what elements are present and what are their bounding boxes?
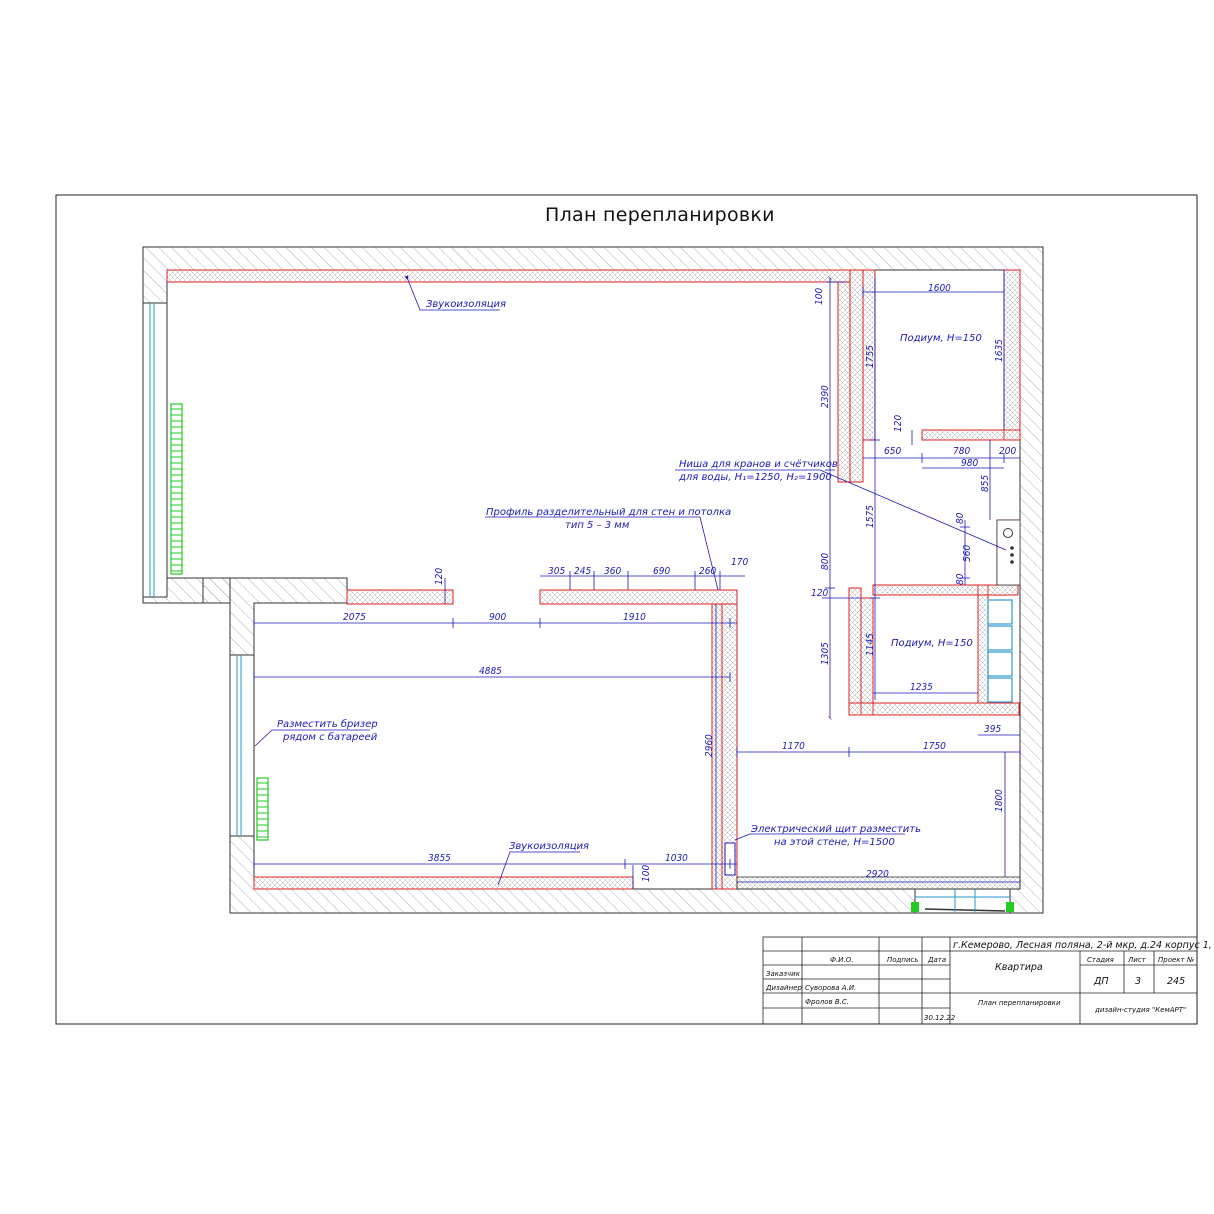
- label-niche-1: Ниша для кранов и счётчиков: [679, 459, 838, 470]
- dimension-lines: [253, 270, 1021, 889]
- dim-650: 650: [884, 446, 901, 457]
- plumbing-niche: [996, 519, 1021, 586]
- dim-170: 170: [731, 557, 748, 568]
- tb-col-date: Дата: [927, 956, 946, 964]
- tb-object-name: Квартира: [995, 962, 1043, 973]
- radiator-lower: [256, 777, 269, 841]
- dim-780: 780: [953, 446, 970, 457]
- window-left-lower: [229, 654, 255, 837]
- radiator-upper: [170, 403, 183, 575]
- tb-address: г.Кемерово, Лесная поляна, 2-й мкр, д.24…: [953, 940, 1214, 951]
- shelf-rack: [987, 599, 1013, 703]
- dim-2075: 2075: [343, 612, 366, 623]
- tb-sheet-name: План перепланировки: [978, 999, 1061, 1007]
- window-left-upper: [142, 302, 168, 598]
- tb-name-designer: Суворова А.И.: [805, 984, 856, 992]
- dim-395: 395: [984, 724, 1001, 735]
- dim-305: 305: [548, 566, 565, 577]
- label-soundproof-top: Звукоизоляция: [426, 299, 506, 310]
- label-breezer-2: рядом с батареей: [282, 731, 378, 743]
- dim-1145: 1145: [865, 633, 876, 656]
- label-soundproof-bottom: Звукоизоляция: [509, 841, 589, 852]
- leader-lines: [254, 275, 1007, 886]
- dim-2960: 2960: [704, 734, 715, 757]
- tb-h-stage: Стадия: [1087, 956, 1114, 964]
- dim-120-mid: 120: [811, 588, 828, 599]
- tb-studio: дизайн-студия "КемАРТ": [1094, 1006, 1186, 1014]
- dim-1575: 1575: [865, 505, 876, 528]
- tb-name-second: Фролов В.С.: [805, 998, 849, 1006]
- dim-560: 560: [962, 545, 973, 562]
- dim-100-bottom: 100: [641, 865, 652, 882]
- label-podium-top: Подиум, H=150: [900, 333, 982, 344]
- dim-1750: 1750: [923, 741, 946, 752]
- tb-role-designer: Дизайнер: [765, 984, 802, 992]
- tb-h-project: Проект №: [1158, 956, 1194, 964]
- dim-100-top: 100: [814, 288, 825, 305]
- balcony-door: [911, 888, 1014, 914]
- partition-wall: [736, 876, 1021, 890]
- dim-980: 980: [961, 458, 978, 469]
- tb-h-sheet: Лист: [1127, 956, 1147, 964]
- dim-855: 855: [980, 475, 991, 492]
- dim-1235: 1235: [910, 682, 933, 693]
- tb-date: 30.12.22: [924, 1014, 956, 1022]
- dim-245: 245: [574, 566, 591, 577]
- dim-80-a: 80: [955, 512, 966, 524]
- title-block: [762, 936, 1198, 1025]
- label-panel-2: на этой стене, H=1500: [774, 837, 895, 848]
- title-block-text: г.Кемерово, Лесная поляна, 2-й мкр, д.24…: [765, 940, 1214, 1022]
- dim-1305: 1305: [820, 642, 831, 665]
- dim-80-b: 80: [955, 573, 966, 585]
- dim-690: 690: [653, 566, 670, 577]
- label-panel-1: Электрический щит разместить: [750, 824, 921, 835]
- dim-2390: 2390: [820, 385, 831, 408]
- tb-project: 245: [1167, 976, 1185, 987]
- dim-1600: 1600: [928, 283, 951, 294]
- label-breezer-1: Разместить бризер: [277, 718, 378, 730]
- tb-sheet: 3: [1135, 976, 1141, 987]
- dim-1800: 1800: [994, 789, 1005, 812]
- dim-1910: 1910: [623, 612, 646, 623]
- tb-col-fio: Ф.И.О.: [830, 956, 853, 964]
- label-profile-2: тип 5 – 3 мм: [565, 520, 630, 531]
- dim-120-left: 120: [434, 568, 445, 585]
- dim-1030: 1030: [665, 853, 688, 864]
- sheet-frame: [55, 194, 1198, 1025]
- label-profile-1: Профиль разделительный для стен и потолк…: [486, 507, 731, 518]
- page-title: План перепланировки: [545, 204, 775, 226]
- dim-260: 260: [699, 566, 716, 577]
- tb-stage: ДП: [1093, 976, 1109, 987]
- tb-col-sign: Подпись: [887, 956, 919, 964]
- dim-800: 800: [820, 553, 831, 570]
- dim-3855: 3855: [428, 853, 451, 864]
- dim-360: 360: [604, 566, 621, 577]
- dim-1635: 1635: [994, 339, 1005, 362]
- dim-200: 200: [999, 446, 1016, 457]
- tb-role-customer: Заказчик: [766, 970, 801, 978]
- dim-4885: 4885: [479, 666, 502, 677]
- dimension-labels: 100 2390 800 120 1305 1600 1755 1635 120…: [343, 283, 1016, 882]
- label-podium-bottom: Подиум, H=150: [891, 638, 973, 649]
- dim-120-bath: 120: [893, 415, 904, 432]
- annotations: Звукоизоляция Подиум, H=150 Ниша для кра…: [277, 299, 982, 852]
- outer-walls: [142, 246, 1044, 914]
- dim-1170: 1170: [782, 741, 805, 752]
- dim-1755: 1755: [865, 345, 876, 368]
- label-niche-2: для воды, H₁=1250, H₂=1900: [678, 472, 832, 483]
- dim-2920: 2920: [866, 869, 889, 880]
- dim-900: 900: [489, 612, 506, 623]
